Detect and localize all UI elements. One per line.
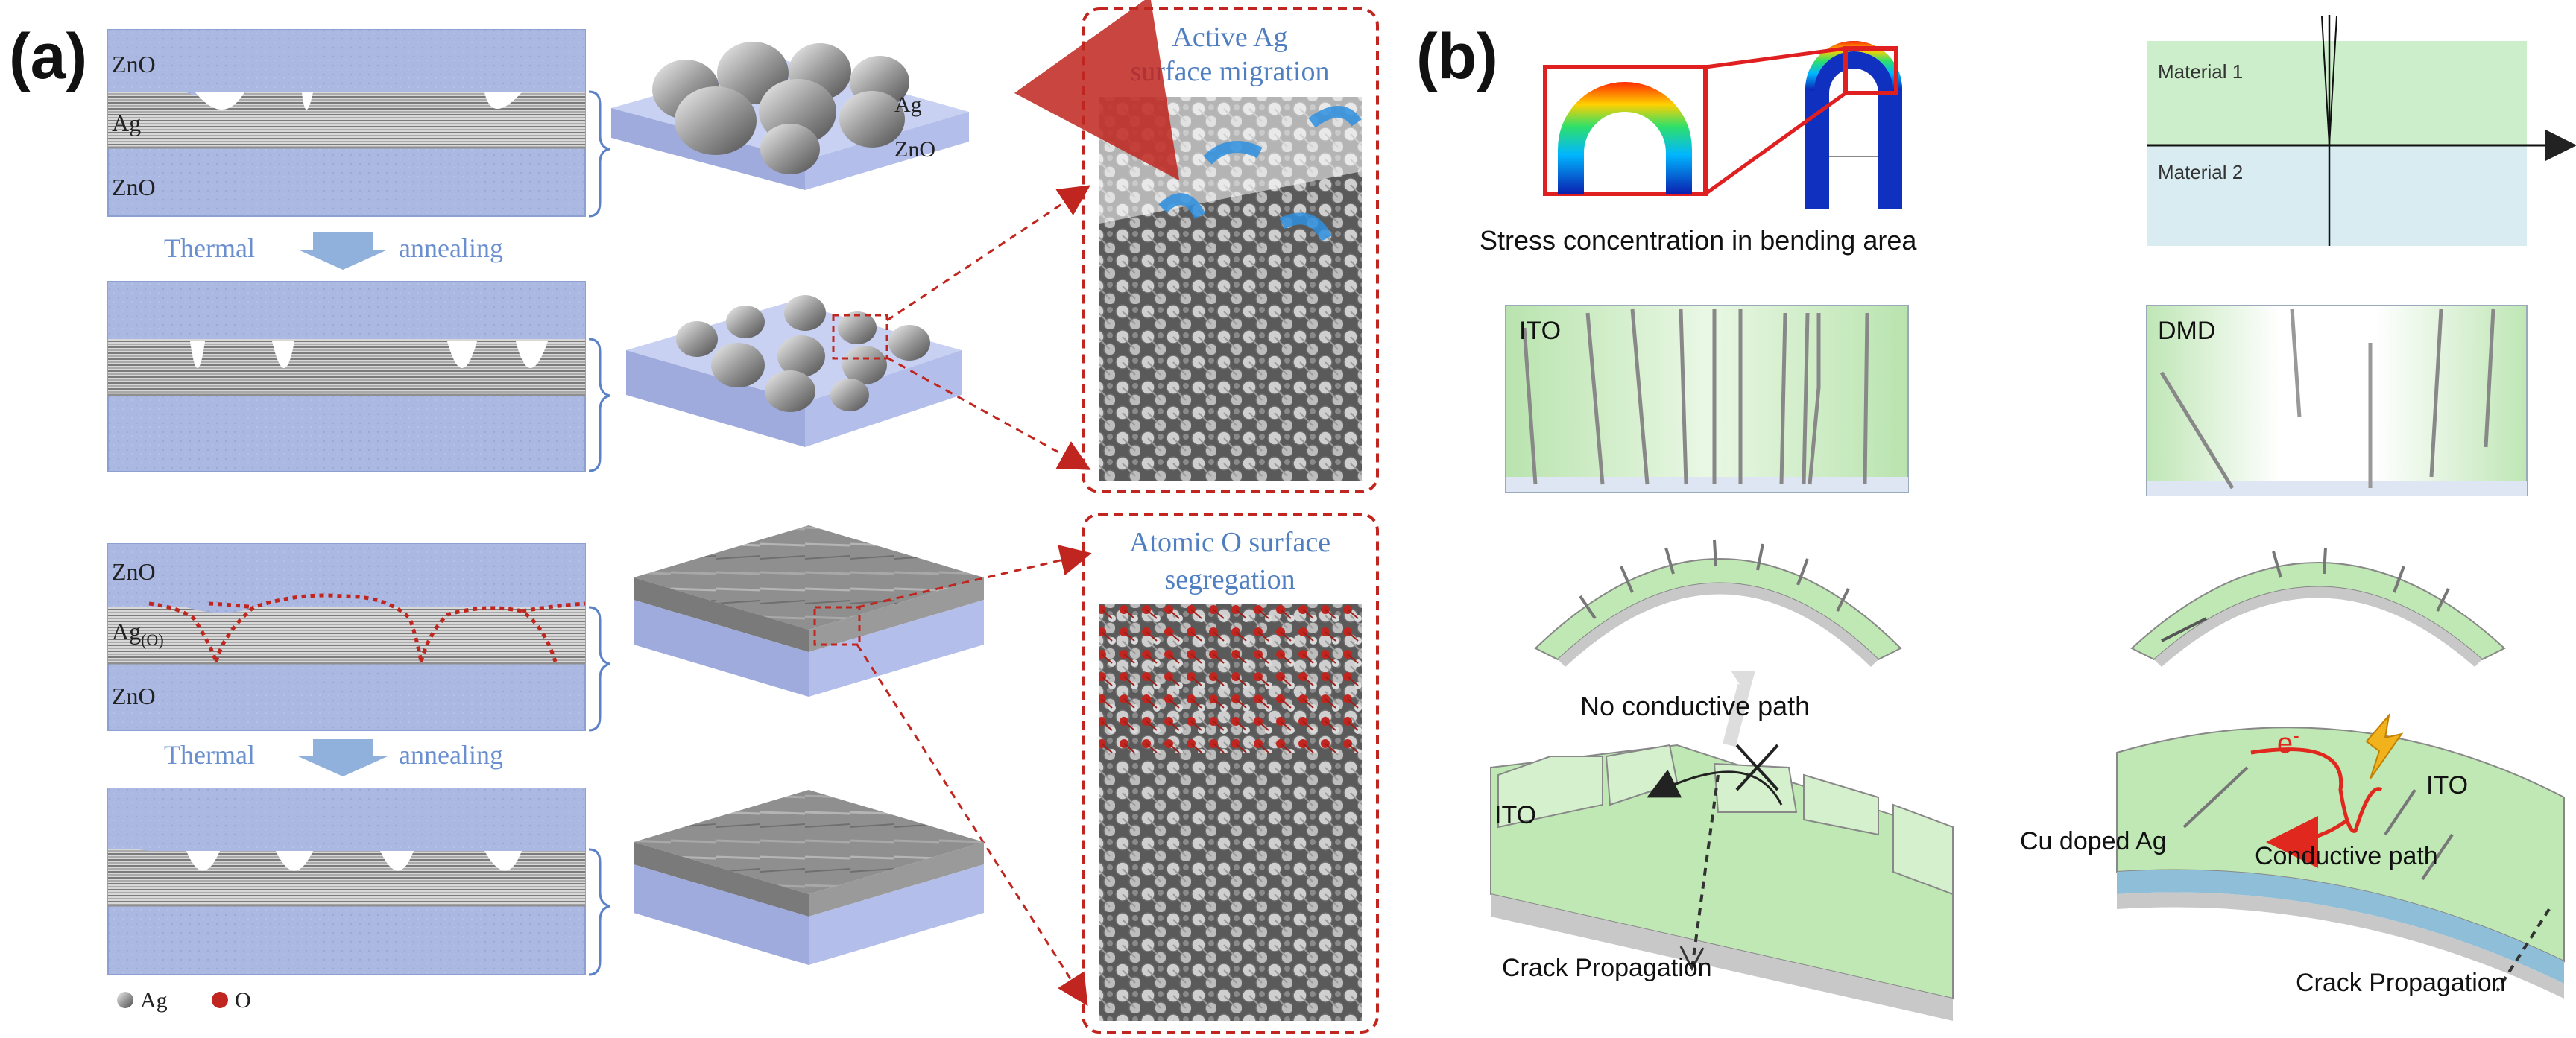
zoom-line-2a [856,545,1092,609]
ito-bottom-right-label: ITO [2426,771,2468,800]
ito-label: ITO [1519,317,1561,345]
migration-arrow-1 [1014,0,1180,181]
down-arrow-2 [298,739,388,776]
ag-islands-gaps-1 [108,30,585,99]
ag-film-3d-2 [634,790,984,965]
zoom-top-line2: surface migration [1131,56,1330,87]
material-1-region [2147,41,2527,145]
zno-bottom-label: ZnO [112,174,156,200]
panel-a-label: (a) [9,21,87,92]
ag-3d-label: Ag [894,92,922,117]
dmd-film: DMD [2146,305,2528,496]
lightning-bolt-icon [2365,712,2404,779]
conductive-path-red [2251,747,2383,842]
bracket-1 [588,90,610,218]
bracket-3 [588,606,610,732]
electron-sup: - [2293,724,2299,747]
blocked-path-arrow [1647,769,1783,806]
material-2-label: Material 2 [2158,161,2243,183]
cross-section-3: ZnO Ag(O) ZnO [107,543,586,731]
dmd-conductive-closeup: e- ITO Cu doped Ag Conductive path Crack… [2020,712,2565,999]
cross-section-2 [107,281,586,472]
dmd-bent-film [2130,547,2506,667]
process-1-right: annealing [399,233,503,263]
ag-o-label: Ag(O) [112,618,164,649]
process-2-left: Thermal [164,740,255,770]
zoom-bottom-line1: Atomic O surface [1129,527,1330,558]
faded-path-arrow [1723,683,1751,747]
material-interface: Material 1 Material 2 [2147,15,2576,246]
ito-film-cracked: ITO [1505,305,1909,493]
ag-spheres-3d-small [626,295,962,447]
zoom-line-1a [886,185,1090,322]
electron-label: e- [2277,724,2299,759]
process-2-right: annealing [399,740,503,770]
cross-section-1: ZnO Ag ZnO [107,29,586,217]
ag-o-label-base: Ag [112,618,141,645]
zoom-bottom-line2: segregation [1164,564,1295,595]
material-1-label: Material 1 [2158,60,2243,83]
legend-o: O [235,988,251,1013]
migration-arrow-2 [1203,141,1263,165]
zoom-top-line1: Active Ag [1172,22,1287,53]
ito-bent-film [1534,539,1902,667]
stress-simulation: Stress concentration in bending area [1480,41,1917,256]
zoom-line-1b [886,356,1091,470]
bracket-2 [588,338,610,472]
zoom-line-2b [856,644,1088,1007]
zno-top-label: ZnO [112,51,156,77]
zno-bottom-label-2: ZnO [112,683,156,709]
conductive-path-label: Conductive path [2255,842,2438,870]
dmd-label: DMD [2158,317,2215,345]
migration-arrow-3 [1308,106,1362,128]
bracket-4 [588,848,610,976]
zno-top-label-2: ZnO [112,558,156,585]
cu-doped-label: Cu doped Ag [2020,827,2167,855]
down-arrow-1 [298,232,388,270]
material-2-region [2147,145,2527,246]
ag-o-label-sub: (O) [141,630,164,649]
ito-crack-closeup: No conductive path ITO Crack Propagation [1490,671,1954,1021]
zoom-box-o-segregation: Atomic O surface segregation [1082,513,1379,1034]
ito-bottom-left-label: ITO [1494,801,1536,829]
crack-left-label: Crack Propagation [1502,954,1712,982]
no-path-label: No conductive path [1580,691,1810,721]
electron-base: e [2277,728,2293,759]
cross-section-4 [107,788,586,975]
ag-film-3d-1 [634,525,984,697]
o-atom-legend-icon [212,992,228,1008]
migration-arrow-5 [1279,212,1333,241]
process-1-left: Thermal [164,233,255,263]
legend-a: Ag O [117,988,251,1013]
oxygen-boundary-dots [148,593,586,662]
migration-arrow-4 [1158,193,1206,219]
ag-spheres-3d-large: Ag ZnO [611,42,969,190]
legend-ag: Ag [140,988,168,1013]
ag-label: Ag [112,110,141,136]
ag-atom-legend-icon [117,992,133,1008]
crack-right-label: Crack Propagation [2296,969,2506,997]
zoom-box-ag-migration: Active Ag surface migration [1014,0,1379,493]
zno-3d-label: ZnO [894,137,935,162]
panel-b-label: (b) [1416,21,1498,92]
stress-caption: Stress concentration in bending area [1480,225,1917,256]
